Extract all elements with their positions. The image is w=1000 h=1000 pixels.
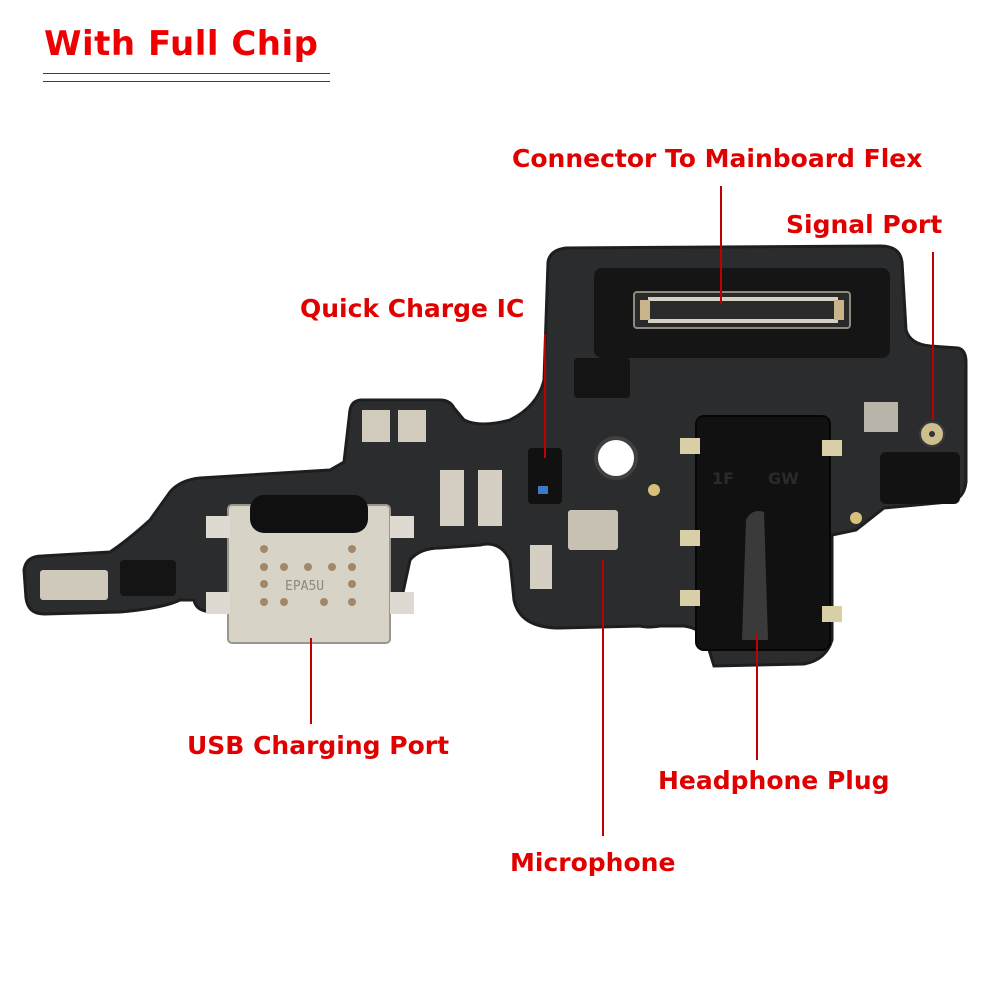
- callout-connector-leader: [720, 186, 722, 304]
- connector-pins: [648, 297, 838, 323]
- callout-microphone-leader: [602, 560, 604, 836]
- callout-usb-leader: [310, 638, 312, 724]
- callout-connector-label: Connector To Mainboard Flex: [512, 144, 923, 173]
- title-underline-2: [43, 81, 330, 82]
- callout-quick-charge-label: Quick Charge IC: [300, 294, 525, 323]
- callout-quick-charge-leader: [544, 334, 546, 458]
- usb-marking: EPA5U: [285, 579, 324, 594]
- callout-signal-port-leader: [932, 252, 934, 420]
- callout-microphone-label: Microphone: [510, 848, 676, 877]
- callout-headphone-leader: [756, 634, 758, 760]
- title-underline: [43, 73, 330, 74]
- page-title: With Full Chip: [44, 24, 319, 64]
- microphone-component: [568, 510, 618, 550]
- svg-text:GW: GW: [768, 469, 799, 488]
- mounting-hole: [594, 436, 638, 480]
- callout-usb-label: USB Charging Port: [187, 731, 450, 760]
- callout-headphone-label: Headphone Plug: [658, 766, 890, 795]
- callout-signal-port-label: Signal Port: [786, 210, 943, 239]
- svg-text:1F: 1F: [712, 469, 734, 488]
